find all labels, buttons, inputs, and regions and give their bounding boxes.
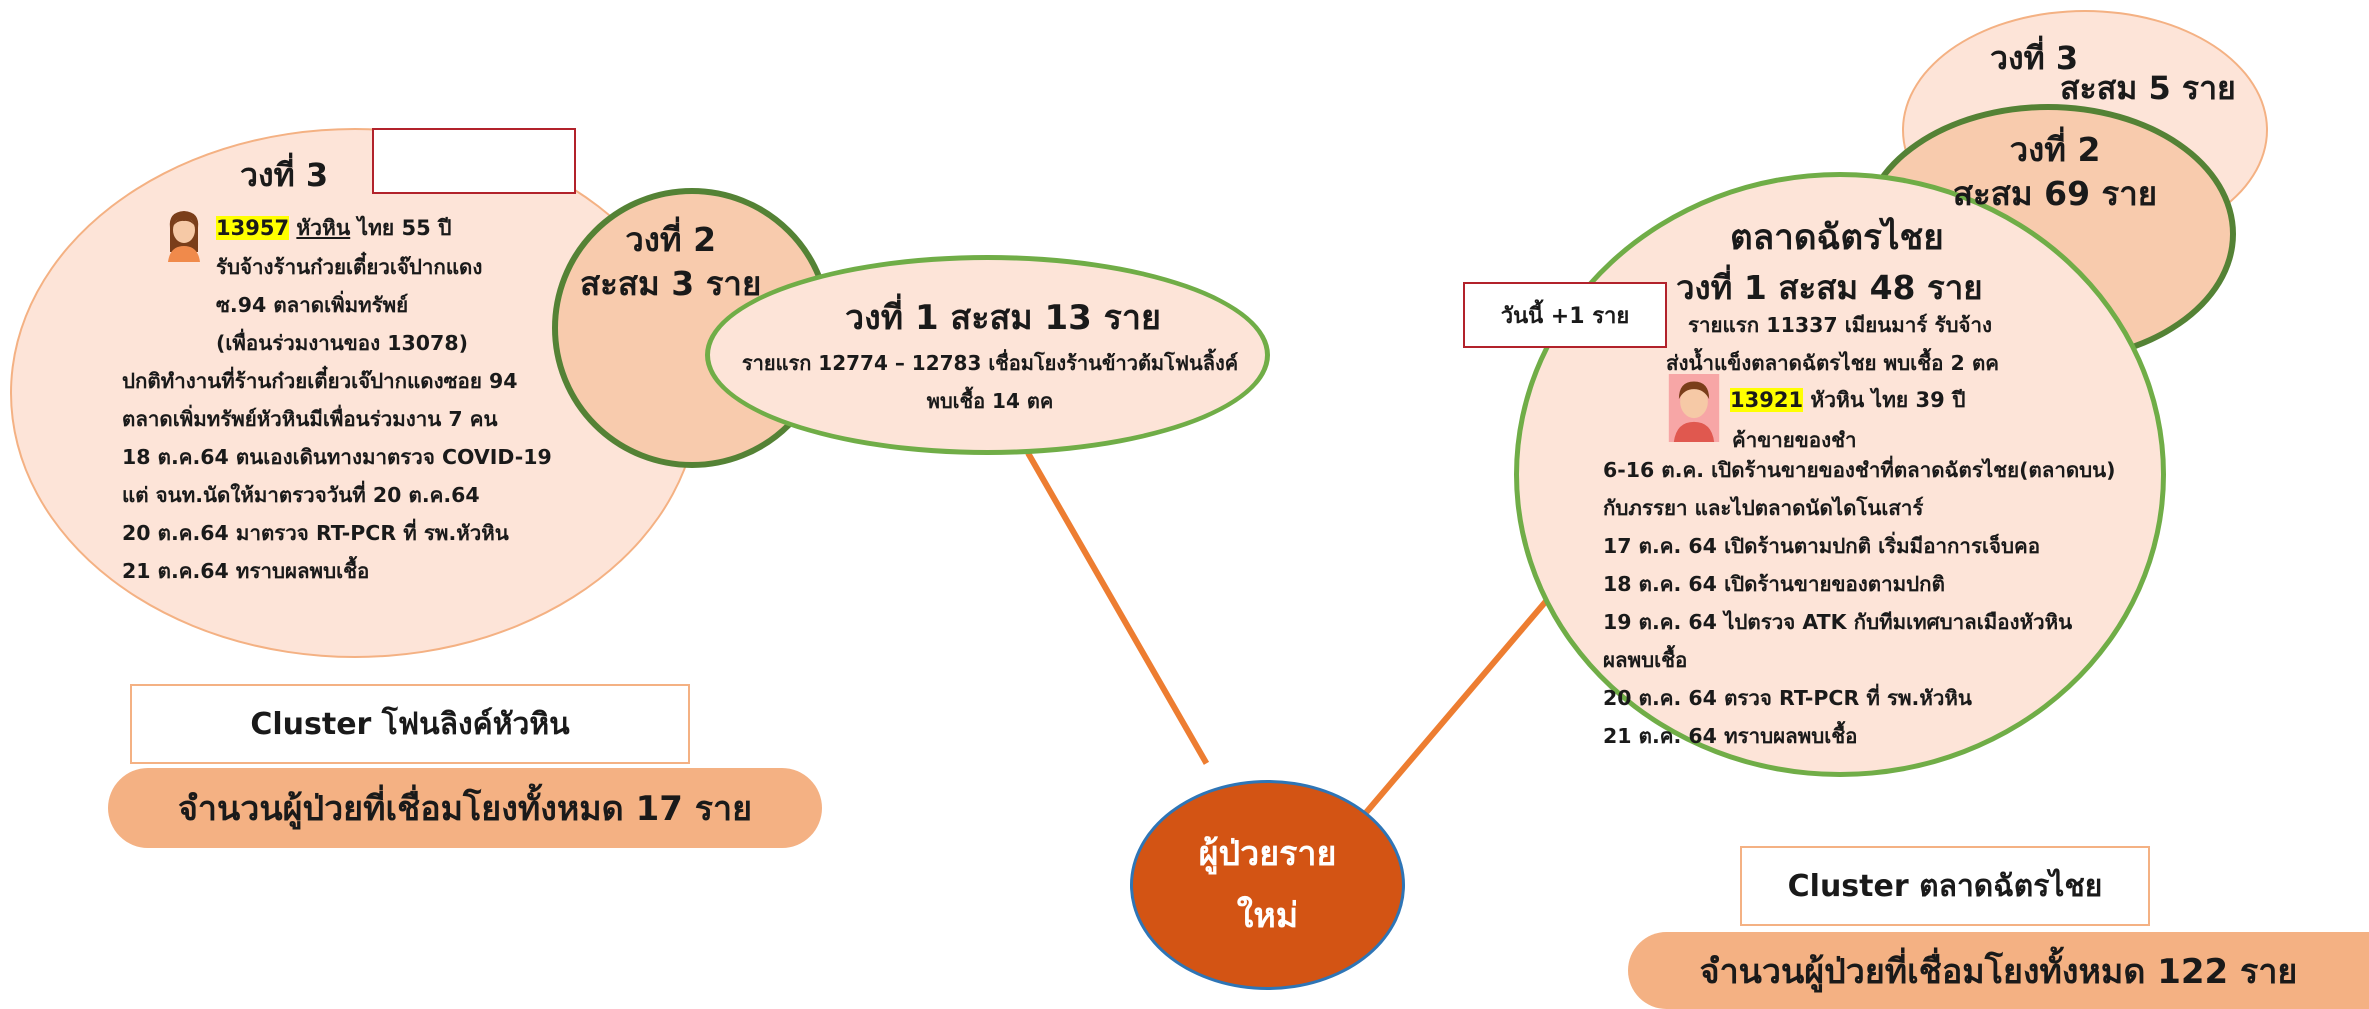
- left-ring2-line1: วงที่ 2: [625, 220, 717, 259]
- left-ring2-label: วงที่ 2 สะสม 3 ราย: [580, 218, 761, 306]
- right-timeline-line: 18 ต.ค. 64 เปิดร้านขายของตามปกติ: [1603, 572, 1945, 596]
- left-case-details: รับจ้างร้านก๋วยเตี๋ยวเจ๊ปากแดง ซ.94 ตลาด…: [216, 248, 482, 362]
- right-ring2-label: วงที่ 2 สะสม 69 ราย: [1935, 128, 2175, 216]
- new-patient-node: ผู้ป่วยราย ใหม่: [1130, 780, 1405, 990]
- left-ring2-line2: สะสม 3 ราย: [580, 264, 762, 303]
- right-timeline-line: 6-16 ต.ค. เปิดร้านขายของชำที่ตลาดฉัตรไชย…: [1603, 458, 2116, 482]
- left-timeline-line: แต่ จนท.นัดให้มาตรวจวันที่ 20 ต.ค.64: [122, 483, 480, 507]
- right-ring3-label: วงที่ 3 สะสม 5 ราย: [1990, 38, 2236, 108]
- left-timeline-line: 18 ต.ค.64 ตนเองเดินทางมาตรวจ COVID-19: [122, 445, 552, 469]
- right-case-rest: หัวหิน ไทย 39 ปี: [1803, 388, 1966, 412]
- new-patient-line1: ผู้ป่วยราย: [1198, 834, 1337, 874]
- connector-right: [1361, 567, 1575, 817]
- left-ring1-line1: รายแรก 12774 – 12783 เชื่อมโยงร้านข้าวต้…: [741, 351, 1239, 375]
- right-ring3-line2: สะสม 5 ราย: [2060, 69, 2236, 107]
- right-case-line: 13921 หัวหิน ไทย 39 ปี: [1730, 384, 1965, 417]
- right-ring1-title2: วงที่ 1 สะสม 48 ราย: [1676, 268, 1983, 307]
- right-total-text: จำนวนผู้ป่วยที่เชื่อมโยงทั้งหมด 122 ราย: [1699, 951, 2298, 992]
- right-today-badge: วันนี้ +1 ราย: [1463, 282, 1667, 348]
- right-cluster-label-text: Cluster ตลาดฉัตรไชย: [1787, 868, 2103, 904]
- right-ring1-ellipse: [1514, 172, 2166, 777]
- left-cluster-label-text: Cluster โฟนลิงค์หัวหิน: [250, 706, 570, 742]
- left-case-line: 13957 หัวหิน ไทย 55 ปี: [216, 212, 451, 245]
- right-timeline-line: 19 ต.ค. 64 ไปตรวจ ATK กับทีมเทศบาลเมืองห…: [1603, 610, 2073, 634]
- left-detail-line: รับจ้างร้านก๋วยเตี๋ยวเจ๊ปากแดง: [216, 255, 483, 279]
- left-ring1-line2: พบเชื้อ 14 ตค: [926, 389, 1054, 413]
- right-first-line1: รายแรก 11337 เมียนมาร์ รับจ้าง: [1688, 313, 1993, 337]
- right-ring2-line2: สะสม 69 ราย: [1952, 174, 2158, 213]
- left-detail-line: (เพื่อนร่วมงานของ 13078): [216, 331, 468, 355]
- right-total-pill: จำนวนผู้ป่วยที่เชื่อมโยงทั้งหมด 122 ราย: [1628, 932, 2369, 1009]
- left-total-text: จำนวนผู้ป่วยที่เชื่อมโยงทั้งหมด 17 ราย: [177, 789, 752, 829]
- left-timeline: ปกติทำงานที่ร้านก๋วยเตี๋ยวเจ๊ปากแดงซอย 9…: [122, 362, 552, 590]
- right-timeline-line: 17 ต.ค. 64 เปิดร้านตามปกติ เริ่มมีอาการเ…: [1603, 534, 2041, 558]
- new-patient-line2: ใหม่: [1236, 896, 1299, 936]
- left-timeline-line: ตลาดเพิ่มทรัพย์หัวหินมีเพื่อนร่วมงาน 7 ค…: [122, 407, 498, 431]
- left-ring1-ellipse: [705, 255, 1270, 455]
- right-timeline-line: กับภรรยา และไปตลาดนัดไดโนเสาร์: [1603, 496, 1924, 520]
- left-detail-line: ซ.94 ตลาดเพิ่มทรัพย์: [216, 293, 409, 317]
- left-ring1-title: วงที่ 1 สะสม 13 ราย: [845, 298, 1161, 338]
- left-case-place: หัวหิน: [296, 216, 351, 240]
- right-timeline: 6-16 ต.ค. เปิดร้านขายของชำที่ตลาดฉัตรไชย…: [1603, 451, 2116, 755]
- left-case-rest: ไทย 55 ปี: [350, 216, 452, 240]
- right-timeline-line: ผลพบเชื้อ: [1603, 648, 1688, 672]
- left-total-pill: จำนวนผู้ป่วยที่เชื่อมโยงทั้งหมด 17 ราย: [108, 768, 822, 848]
- left-cluster-label: Cluster โฟนลิงค์หัวหิน: [130, 684, 690, 764]
- connector-left: [1025, 451, 1210, 765]
- left-ring1-text: รายแรก 12774 – 12783 เชื่อมโยงร้านข้าวต้…: [720, 344, 1260, 420]
- male-avatar-icon: [1668, 374, 1720, 442]
- right-ring3-line1: วงที่ 3: [1990, 39, 2079, 77]
- right-first-case: รายแรก 11337 เมียนมาร์ รับจ้าง ส่งน้ำแข็…: [1666, 306, 1999, 382]
- right-timeline-line: 20 ต.ค. 64 ตรวจ RT-PCR ที่ รพ.หัวหิน: [1603, 686, 1972, 710]
- right-case-id: 13921: [1730, 388, 1804, 412]
- right-ring1-title1: ตลาดฉัตรไชย: [1730, 218, 1944, 258]
- right-ring2-line1: วงที่ 2: [2009, 130, 2101, 169]
- left-case-id: 13957: [216, 216, 290, 240]
- right-first-line2: ส่งน้ำแข็งตลาดฉัตรไชย พบเชื้อ 2 ตค: [1666, 351, 1999, 375]
- left-timeline-line: ปกติทำงานที่ร้านก๋วยเตี๋ยวเจ๊ปากแดงซอย 9…: [122, 369, 518, 393]
- left-today-badge: [372, 128, 576, 194]
- left-ring3-title: วงที่ 3: [240, 156, 329, 194]
- right-cluster-label: Cluster ตลาดฉัตรไชย: [1740, 846, 2150, 926]
- right-case-job: ค้าขายของชำ: [1732, 428, 1857, 452]
- left-timeline-line: 20 ต.ค.64 มาตรวจ RT-PCR ที่ รพ.หัวหิน: [122, 521, 509, 545]
- right-today-badge-text: วันนี้ +1 ราย: [1500, 303, 1630, 329]
- right-timeline-line: 21 ต.ค. 64 ทราบผลพบเชื้อ: [1603, 724, 1858, 748]
- left-timeline-line: 21 ต.ค.64 ทราบผลพบเชื้อ: [122, 559, 370, 583]
- female-avatar-icon: [168, 211, 200, 262]
